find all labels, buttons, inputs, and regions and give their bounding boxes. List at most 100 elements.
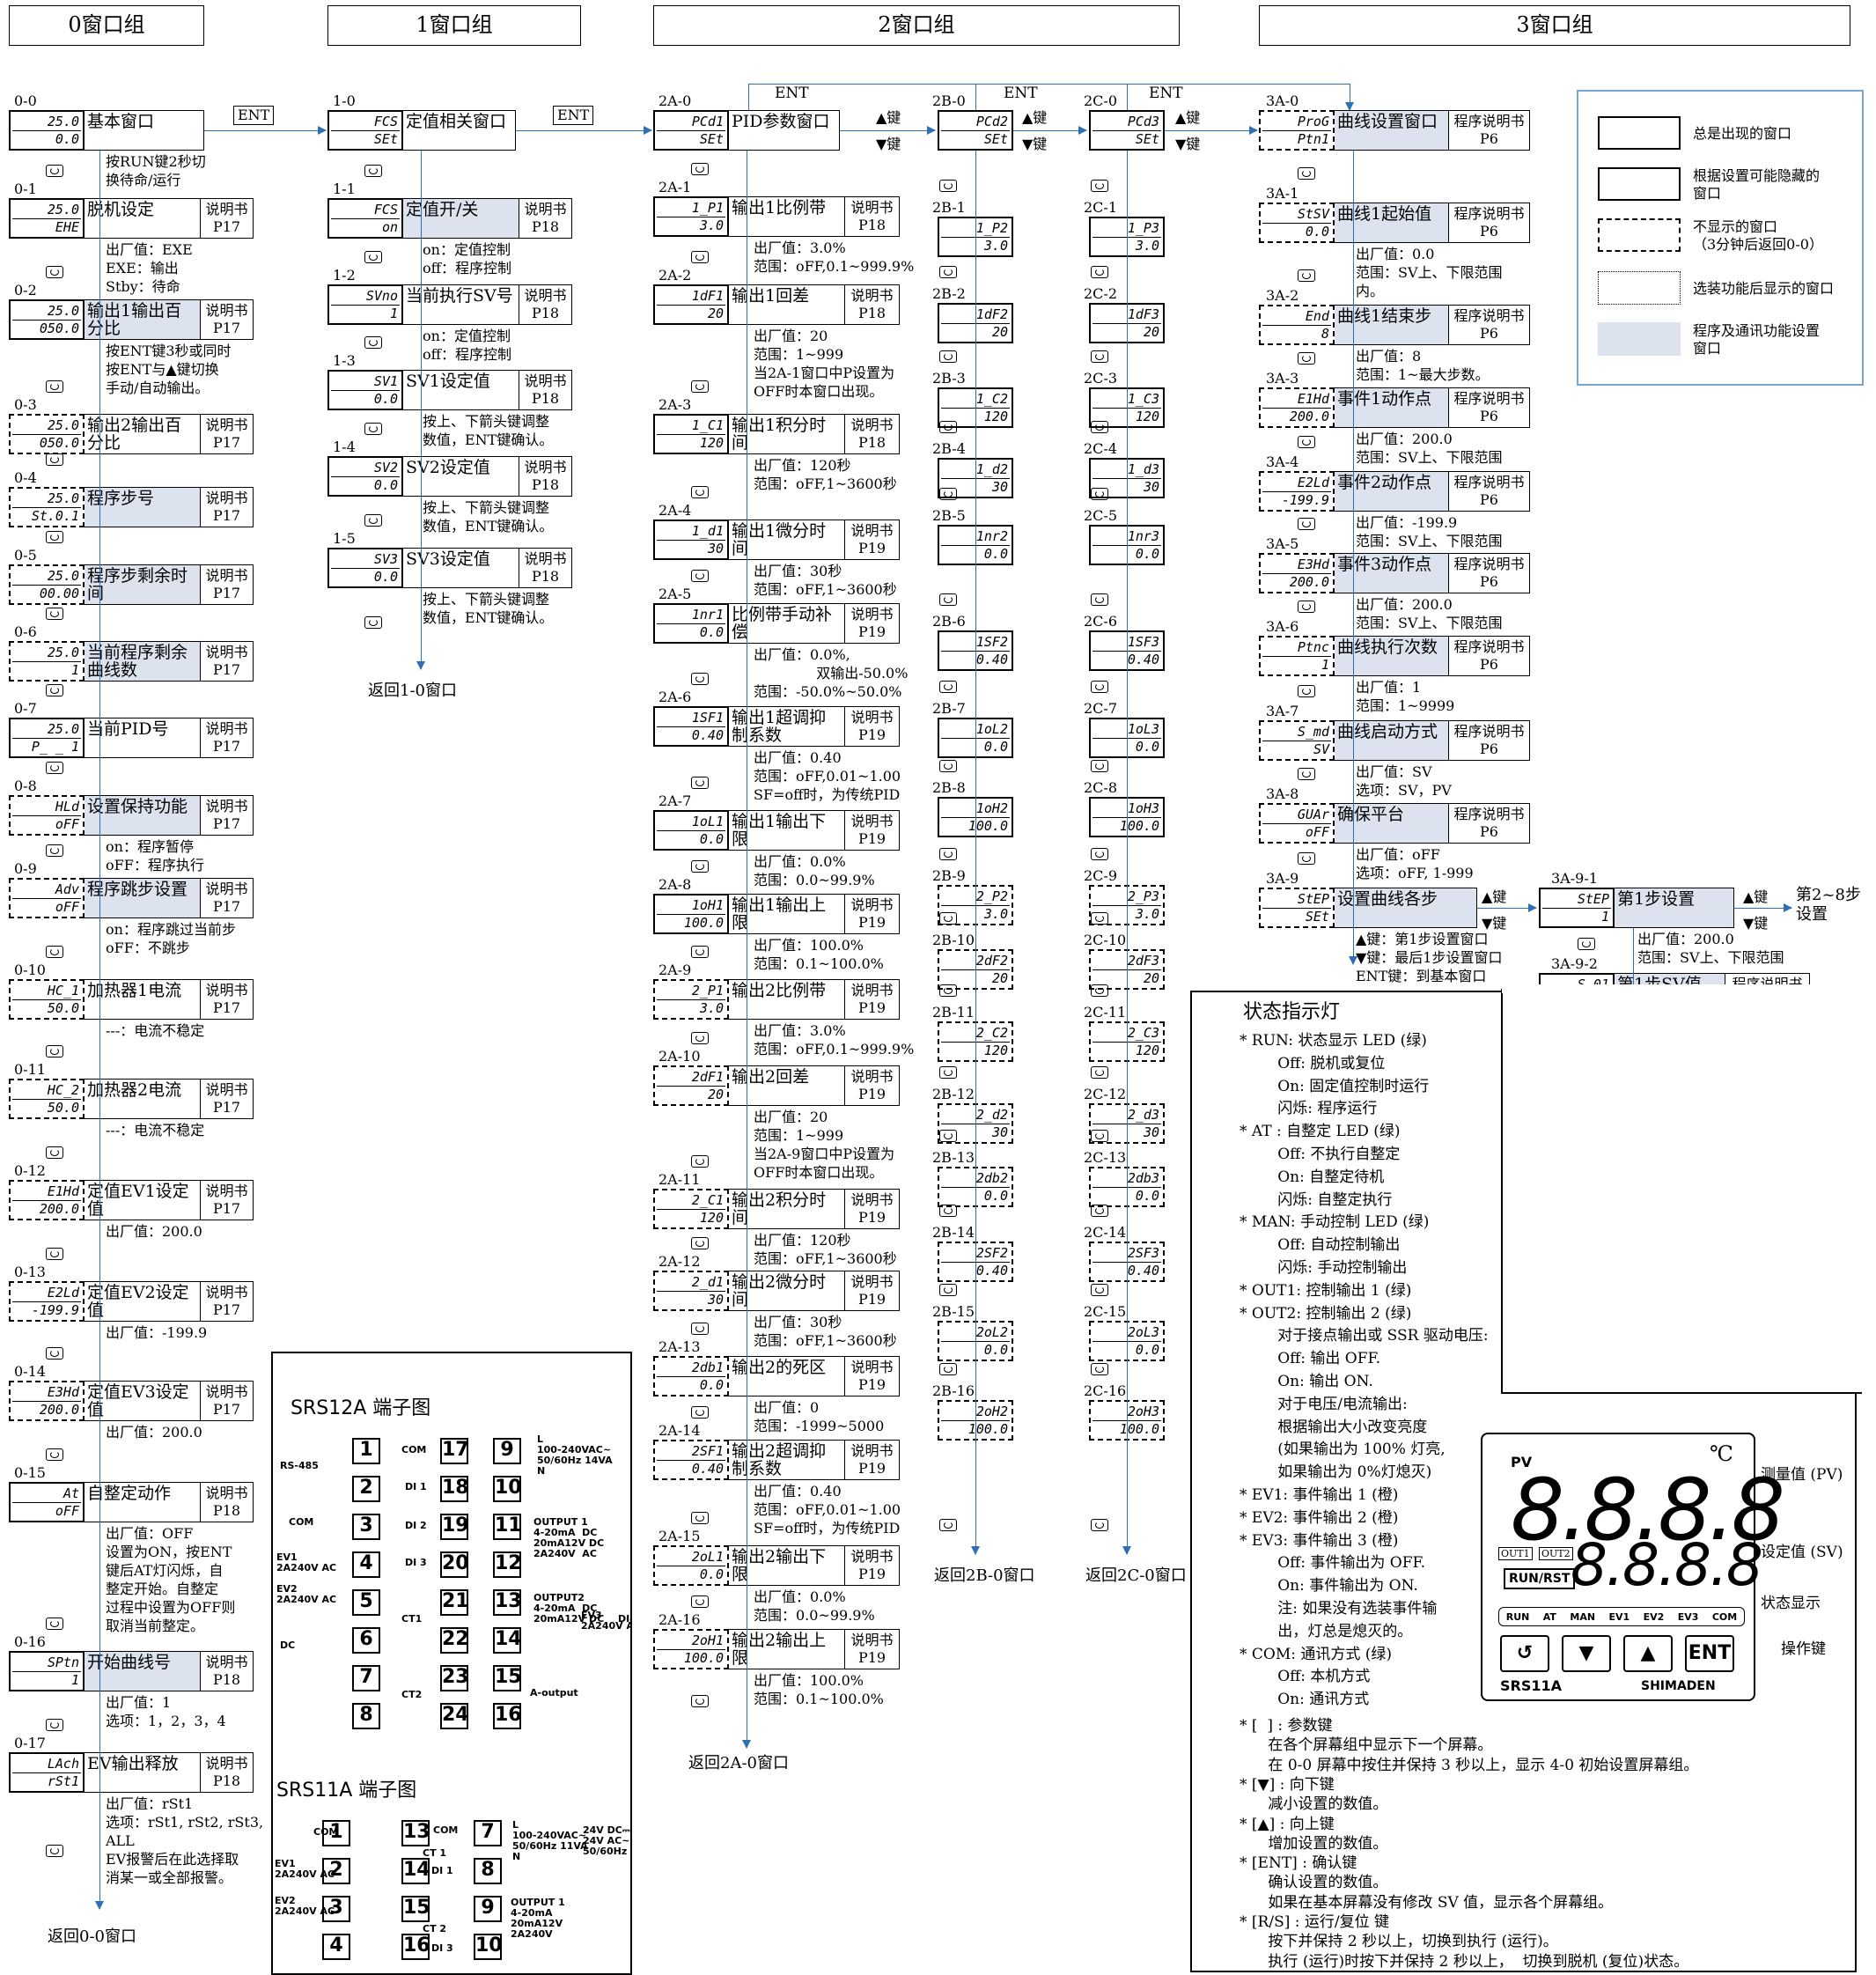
parameter-key-icon — [1091, 1284, 1108, 1296]
parameter-key-icon — [691, 251, 709, 263]
arrow-right — [318, 126, 327, 135]
display-bottom-text: 0.0 — [699, 624, 724, 640]
display-top-text: 2_P2 — [975, 888, 1008, 904]
window-id: 3A-0 — [1266, 92, 1299, 109]
manual-page: P19 — [857, 914, 887, 931]
manual-label: 说明书 — [524, 459, 567, 475]
parameter-key-icon — [939, 1363, 957, 1375]
panel-up-key[interactable]: ▲ — [1623, 1635, 1673, 1672]
window-note: 出厂值：30秒 范围：oFF,1~3600秒 — [754, 563, 897, 598]
display-top-text: E3Hd — [1297, 556, 1329, 572]
up-key-label: ▲键 — [1743, 888, 1769, 905]
window-label: 程序步号 — [85, 487, 201, 527]
display-divider — [657, 434, 725, 435]
window-id: 2B-0 — [932, 92, 966, 109]
srs11a-terminal-7: 7 — [474, 1820, 502, 1846]
connector-line — [1353, 151, 1354, 964]
panel-ent-key[interactable]: ENT — [1685, 1635, 1734, 1672]
window-id: 3A-9-1 — [1551, 870, 1598, 887]
parameter-key-icon — [1091, 848, 1108, 860]
display-bottom-text: EHE — [55, 219, 79, 235]
panel-down-key[interactable]: ▼ — [1562, 1635, 1611, 1672]
display-bottom-text: 8 — [1321, 326, 1329, 342]
panel-parameter-key[interactable]: ↺ — [1500, 1635, 1549, 1672]
srs11a-terminal-8: 8 — [474, 1858, 502, 1884]
ent-link-label: ENT — [1004, 85, 1038, 102]
display-bottom-text: 0.0 — [1135, 739, 1159, 755]
window-label: 程序跳步设置 — [85, 878, 201, 918]
legend-swatch — [1598, 167, 1681, 201]
manual-page: P19 — [857, 1291, 887, 1308]
display-top-text: Ptnc — [1297, 639, 1329, 655]
window-id: 2B-10 — [932, 932, 975, 948]
window-note: 按上、下箭头键调整 数值，ENT键确认。 — [423, 499, 554, 534]
window-id: 0-13 — [14, 1264, 46, 1280]
srs11a-di3-label: DI 3 — [431, 1942, 453, 1954]
parameter-key-icon — [1298, 352, 1315, 365]
window-label: 输出2输出下限 — [729, 1545, 845, 1586]
legend-swatch — [1598, 116, 1681, 150]
parameter-key-icon — [939, 350, 957, 363]
display-top-text: FCS — [373, 114, 398, 129]
window-note: 出厂值：EXE EXE：输出 Stby：待命 — [106, 241, 193, 295]
